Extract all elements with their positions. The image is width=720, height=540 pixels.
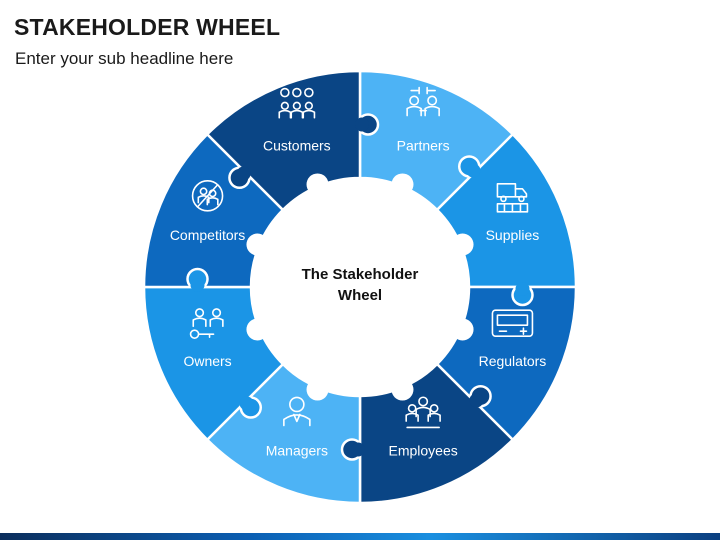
puzzle-knob-fill (236, 166, 251, 181)
segment-label-customers: Customers (263, 138, 331, 154)
center-title-line: The Stakeholder (302, 266, 419, 283)
segment-label-competitors: Competitors (170, 227, 245, 243)
segment-label-regulators: Regulators (479, 353, 547, 369)
puzzle-knob-fill (469, 393, 484, 408)
page-subtitle: Enter your sub headline here (15, 49, 234, 68)
no-competitors-icon (191, 180, 224, 212)
handshake-people-icon (406, 86, 440, 117)
thermostat-panel-icon (491, 309, 534, 337)
center-circle (254, 181, 466, 393)
customer-feedback-icon (278, 87, 316, 119)
segment-label-partners: Partners (397, 138, 450, 154)
puzzle-knob-fill (239, 396, 254, 411)
puzzle-knob-fill (190, 278, 205, 292)
puzzle-knob-fill (351, 442, 365, 457)
page-title: STAKEHOLDER WHEEL (14, 14, 281, 40)
segment-label-supplies: Supplies (486, 227, 540, 243)
delivery-truck-icon (496, 183, 529, 213)
center-title-line: Wheel (338, 287, 382, 304)
puzzle-knob-fill (355, 117, 369, 132)
owners-key-icon (189, 308, 224, 339)
puzzle-knob-fill (515, 282, 530, 296)
manager-icon (283, 396, 311, 427)
footer-bar (0, 533, 720, 540)
segment-label-owners: Owners (183, 353, 231, 369)
segment-label-employees: Employees (389, 442, 458, 458)
segment-label-managers: Managers (266, 442, 328, 458)
employee-group-icon (405, 396, 441, 429)
puzzle-knob-fill (466, 163, 481, 178)
